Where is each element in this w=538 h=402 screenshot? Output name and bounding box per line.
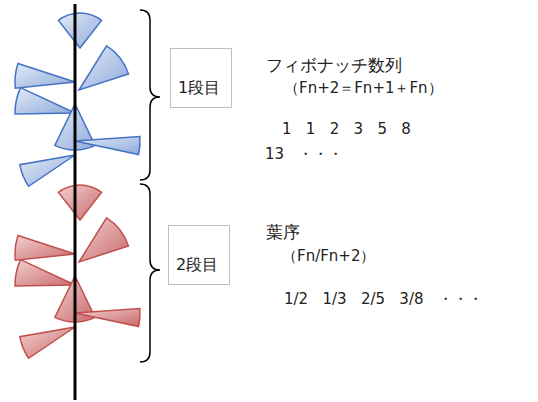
curly-brace bbox=[140, 184, 160, 362]
leaf bbox=[20, 155, 75, 186]
leaf bbox=[79, 218, 128, 262]
text-label: （Fn+2＝Fn+1＋Fn） bbox=[284, 79, 443, 97]
leaf bbox=[58, 185, 101, 220]
leaf bbox=[75, 308, 140, 326]
curly-brace bbox=[140, 10, 160, 180]
text-label: フィボナッチ数列 bbox=[266, 55, 402, 75]
stage-label: 2段目 bbox=[176, 255, 229, 274]
leaf bbox=[15, 88, 75, 114]
leaf bbox=[79, 46, 128, 90]
text-label: 1 1 2 3 5 8 bbox=[282, 120, 411, 138]
leaf bbox=[15, 63, 75, 88]
leaf bbox=[15, 235, 75, 260]
leaf bbox=[58, 13, 101, 48]
leaf bbox=[15, 260, 75, 286]
stem bbox=[74, 4, 77, 400]
stage-box: 2段目 bbox=[168, 225, 230, 285]
text-label: （Fn/Fn+2） bbox=[282, 247, 375, 265]
leaf bbox=[75, 136, 140, 154]
text-label: 1/2 1/3 2/5 3/8 ・・・ bbox=[284, 290, 483, 308]
stage-label: 1段目 bbox=[178, 78, 231, 97]
text-label: 葉序 bbox=[266, 222, 300, 242]
text-label: 13 ・・・ bbox=[265, 145, 343, 163]
leaf bbox=[20, 327, 75, 358]
stage-box: 1段目 bbox=[170, 48, 232, 108]
